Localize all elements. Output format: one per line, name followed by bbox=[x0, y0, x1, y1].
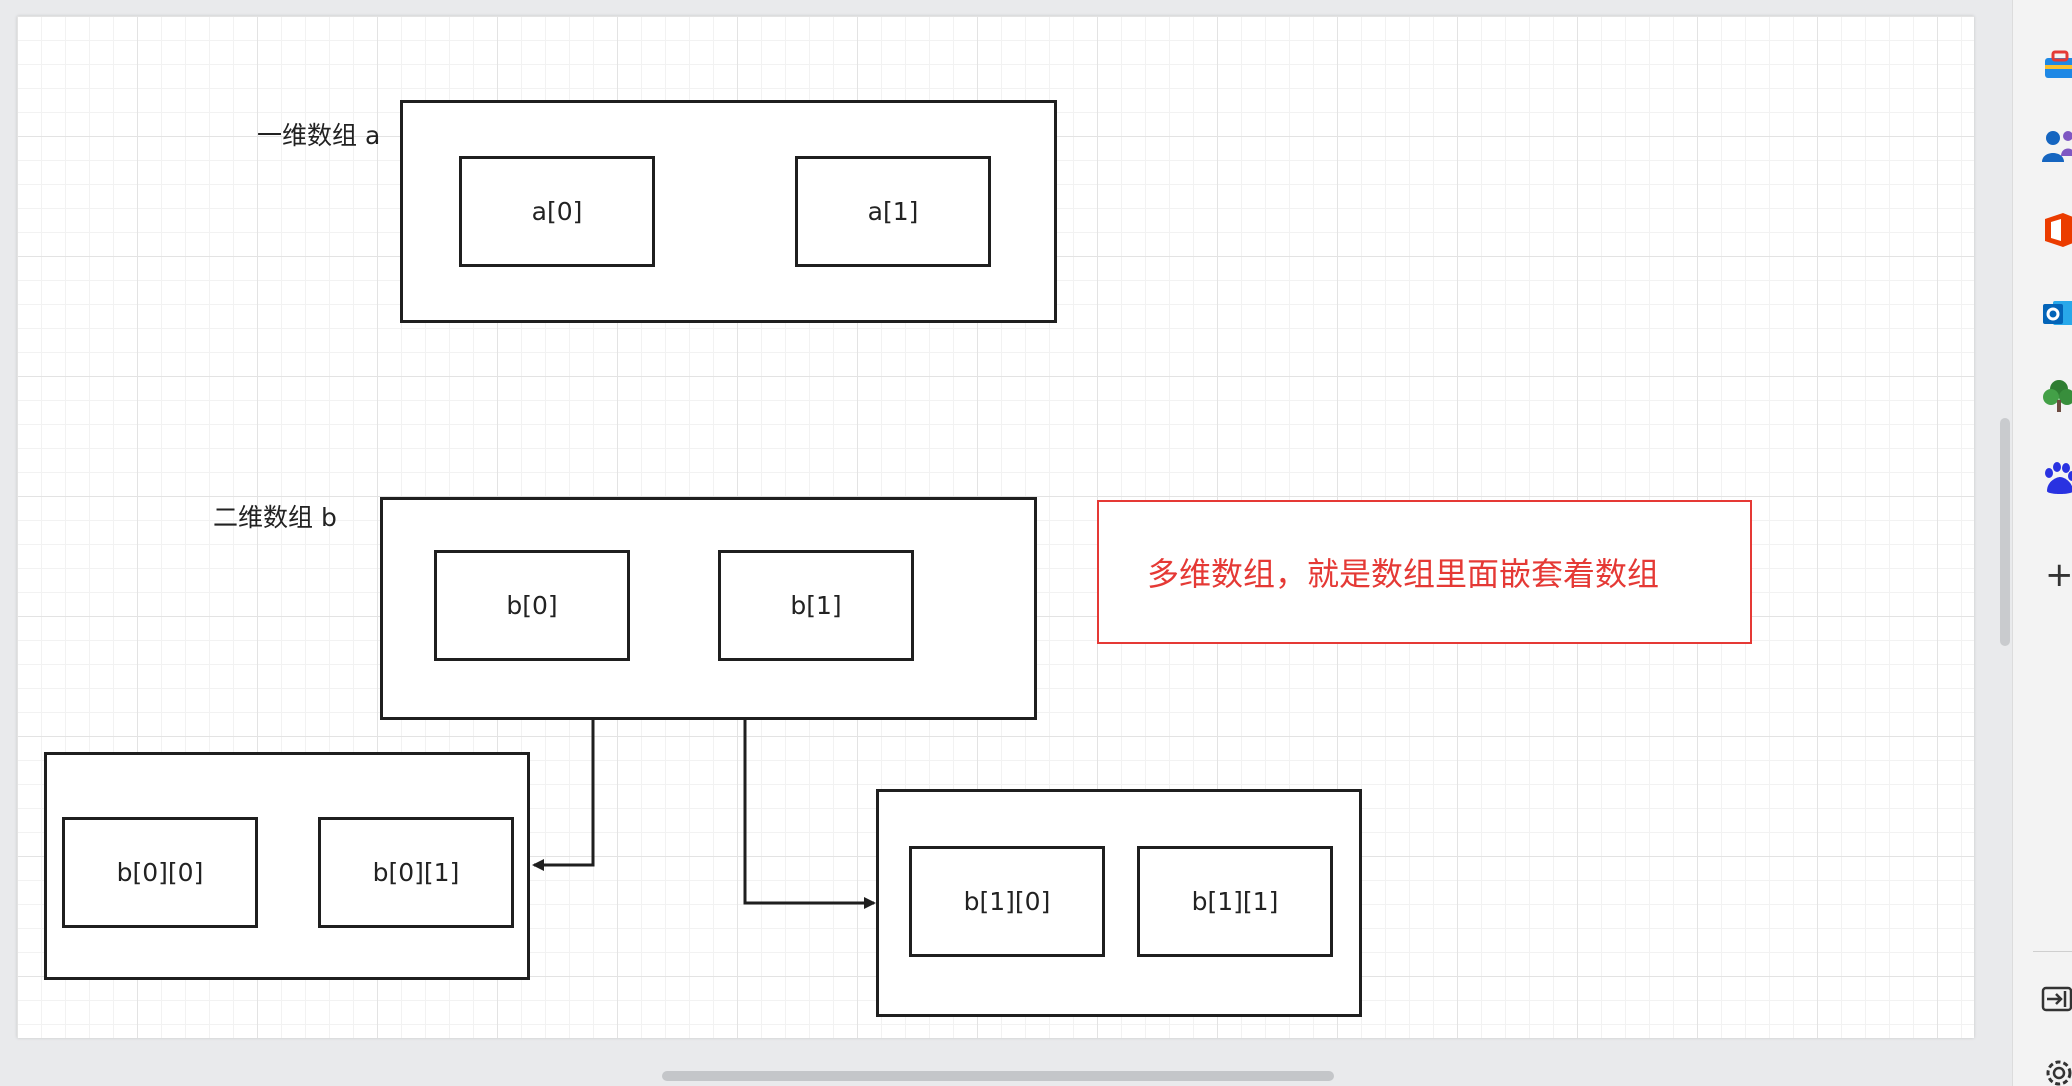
connector-b1-to-b1-array[interactable] bbox=[743, 650, 876, 909]
cell-a0[interactable]: a[0] bbox=[459, 156, 655, 267]
toolbox-icon bbox=[2039, 46, 2072, 86]
exit-panel-icon bbox=[2039, 981, 2072, 1021]
toolbox-button[interactable] bbox=[2039, 46, 2072, 86]
tree-button[interactable] bbox=[2039, 378, 2072, 418]
settings-icon bbox=[2039, 1055, 2072, 1086]
label-array-a[interactable]: 一维数组 a bbox=[257, 121, 381, 150]
exit-panel-button[interactable] bbox=[2039, 981, 2072, 1021]
cell-b0[interactable]: b[0] bbox=[434, 550, 630, 661]
add-button[interactable]: + bbox=[2039, 555, 2072, 595]
connector-layer bbox=[532, 650, 876, 909]
people-button[interactable] bbox=[2039, 128, 2072, 168]
horizontal-scrollbar[interactable] bbox=[662, 1071, 1334, 1081]
cell-b01[interactable]: b[0][1] bbox=[318, 817, 514, 928]
diagram-page[interactable]: 一维数组 a a[0] a[1] 二维数组 b b[0] b[1] 多维数组，就… bbox=[17, 16, 1974, 1038]
cell-b1[interactable]: b[1] bbox=[718, 550, 914, 661]
office-icon bbox=[2039, 212, 2072, 252]
outlook-button[interactable] bbox=[2039, 295, 2072, 335]
connector-b0-to-b0-array[interactable] bbox=[532, 661, 595, 871]
vertical-scrollbar[interactable] bbox=[2000, 418, 2010, 646]
right-sidebar: + bbox=[2012, 0, 2072, 1086]
cell-a1[interactable]: a[1] bbox=[795, 156, 991, 267]
baidu-icon bbox=[2039, 461, 2072, 501]
note-box[interactable]: 多维数组，就是数组里面嵌套着数组 bbox=[1097, 500, 1752, 644]
label-array-b[interactable]: 二维数组 b bbox=[213, 503, 337, 532]
tree-icon bbox=[2039, 378, 2072, 418]
settings-button[interactable] bbox=[2039, 1055, 2072, 1086]
cell-b00[interactable]: b[0][0] bbox=[62, 817, 258, 928]
office-button[interactable] bbox=[2039, 212, 2072, 252]
people-icon bbox=[2039, 128, 2072, 168]
baidu-button[interactable] bbox=[2039, 461, 2072, 501]
canvas-area[interactable]: 一维数组 a a[0] a[1] 二维数组 b b[0] b[1] 多维数组，就… bbox=[0, 0, 2012, 1086]
cell-b11[interactable]: b[1][1] bbox=[1137, 846, 1333, 957]
plus-icon: + bbox=[2045, 555, 2072, 595]
sidebar-divider bbox=[2033, 951, 2072, 952]
cell-b10[interactable]: b[1][0] bbox=[909, 846, 1105, 957]
outlook-icon bbox=[2039, 295, 2072, 335]
